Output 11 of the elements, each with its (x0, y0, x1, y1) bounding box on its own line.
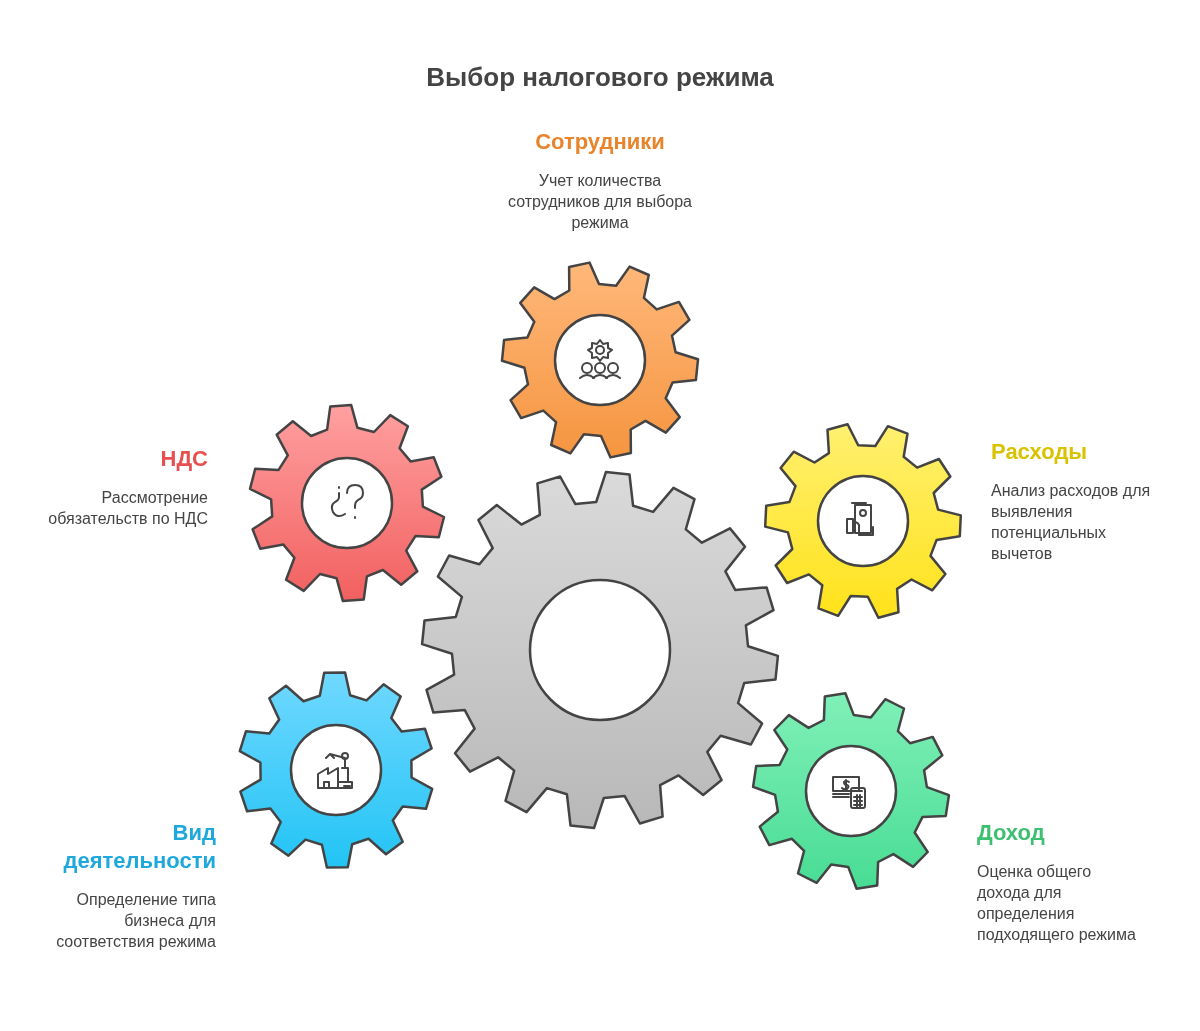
heading: НДС (159, 445, 208, 473)
description: Определение типа бизнеса для соответствия режима (55, 890, 216, 952)
description: Оценка общего дохода для определения подходящего режима (977, 862, 1137, 945)
heading: Доход (977, 819, 1046, 847)
description: Учет количества сотрудников для выбора режима (507, 171, 693, 233)
description: Рассмотрение обязательств по НДС (47, 488, 208, 529)
heading: Расходы (991, 438, 1089, 466)
heading: Вид деятельности (62, 819, 216, 875)
diagram-title: Выбор налогового режима (425, 62, 775, 93)
description: Анализ расходов для выявления потенциальных вычетов (991, 481, 1151, 564)
heading: Сотрудники (534, 128, 666, 156)
